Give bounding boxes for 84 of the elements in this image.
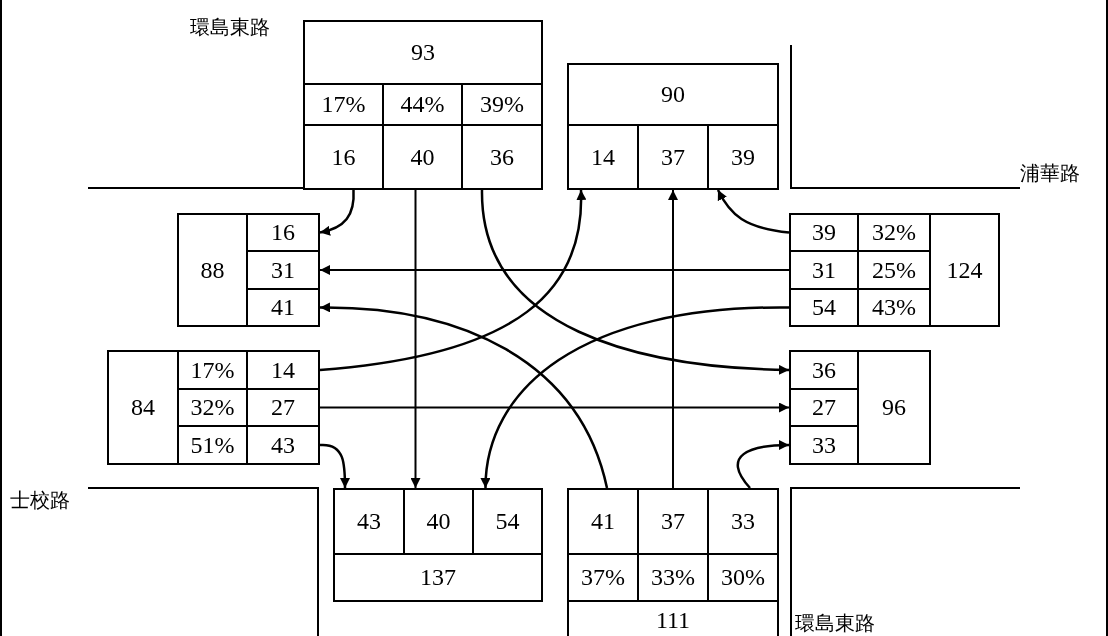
table-cell — [789, 288, 859, 327]
traffic-value: 32% — [872, 219, 916, 246]
traffic-value: 137 — [420, 564, 456, 591]
traffic-value: 111 — [655, 606, 691, 634]
table-cell — [789, 213, 859, 252]
traffic-value: 27 — [271, 394, 295, 421]
traffic-value: 88 — [200, 256, 225, 284]
table-cell — [333, 488, 405, 555]
table-cell — [246, 288, 320, 327]
traffic-value: 25% — [872, 256, 916, 284]
traffic-value: 33 — [731, 508, 755, 535]
table-cell — [107, 350, 179, 465]
traffic-value: 17% — [321, 91, 366, 118]
traffic-value: 39 — [731, 143, 755, 171]
road-name: 浦華路 — [1020, 160, 1080, 187]
flow-arrow — [319, 189, 586, 372]
traffic-value: 33% — [651, 564, 695, 591]
traffic-value: 17% — [190, 356, 235, 384]
table-cell — [567, 488, 639, 555]
flow-arrow — [736, 440, 790, 489]
traffic-value: 41 — [591, 508, 615, 535]
table-cell — [472, 488, 543, 555]
table-cell — [246, 350, 320, 390]
traffic-value: 40 — [410, 143, 435, 171]
traffic-value: 16 — [271, 219, 295, 246]
flow-arrow — [319, 189, 355, 236]
traffic-value: 124 — [946, 256, 983, 284]
traffic-value: 43 — [271, 431, 295, 459]
flow-arrow — [716, 189, 790, 234]
traffic-value: 37% — [581, 564, 625, 591]
table-cell — [707, 124, 779, 190]
traffic-value: 37 — [661, 143, 685, 171]
flow-arrow — [319, 265, 790, 275]
table-cell — [333, 553, 543, 602]
table-cell — [303, 20, 543, 85]
traffic-value: 40 — [426, 508, 451, 535]
traffic-value: 31 — [812, 256, 836, 284]
traffic-value: 32% — [190, 394, 235, 421]
traffic-value: 16 — [331, 143, 356, 171]
traffic-value: 93 — [411, 39, 435, 66]
traffic-value: 36 — [490, 143, 514, 171]
traffic-value: 31 — [271, 256, 295, 284]
traffic-value: 39 — [812, 219, 836, 246]
traffic-value: 33 — [812, 431, 836, 459]
traffic-value: 54 — [495, 508, 520, 535]
flow-arrow — [481, 306, 790, 489]
traffic-value: 36 — [812, 356, 836, 384]
table-cell — [567, 63, 779, 126]
table-cell — [177, 213, 248, 327]
table-cell — [246, 425, 320, 465]
traffic-value: 14 — [271, 356, 295, 384]
traffic-value: 90 — [661, 81, 685, 108]
traffic-value: 30% — [721, 564, 765, 591]
table-cell — [303, 124, 384, 190]
table-cell — [857, 350, 931, 465]
table-cell — [461, 124, 543, 190]
traffic-value: 37 — [661, 508, 685, 535]
traffic-value: 84 — [131, 394, 155, 421]
flow-arrow — [668, 189, 678, 489]
table-cell — [707, 488, 779, 555]
road-name: 環島東路 — [190, 14, 270, 41]
table-cell — [789, 350, 859, 390]
traffic-value: 96 — [882, 394, 906, 421]
table-cell — [567, 124, 639, 190]
flow-arrow — [410, 189, 421, 489]
traffic-value: 14 — [591, 143, 615, 171]
traffic-value: 43% — [872, 294, 916, 321]
traffic-value: 39% — [480, 91, 524, 118]
flow-arrow — [320, 443, 350, 488]
traffic-value: 54 — [812, 294, 836, 321]
table-cell — [929, 213, 1000, 327]
traffic-value: 51% — [190, 431, 235, 459]
table-cell — [789, 425, 859, 465]
road-name: 環島東路 — [795, 610, 875, 636]
flow-arrow — [319, 302, 609, 489]
traffic-value: 43 — [357, 508, 381, 535]
traffic-value: 27 — [812, 394, 836, 421]
table-cell — [567, 600, 779, 636]
traffic-value: 41 — [271, 294, 295, 321]
flow-arrow — [319, 402, 790, 413]
road-name: 士校路 — [10, 487, 70, 514]
flow-arrow — [480, 189, 790, 375]
table-cell — [246, 213, 320, 252]
traffic-value: 44% — [400, 91, 445, 118]
